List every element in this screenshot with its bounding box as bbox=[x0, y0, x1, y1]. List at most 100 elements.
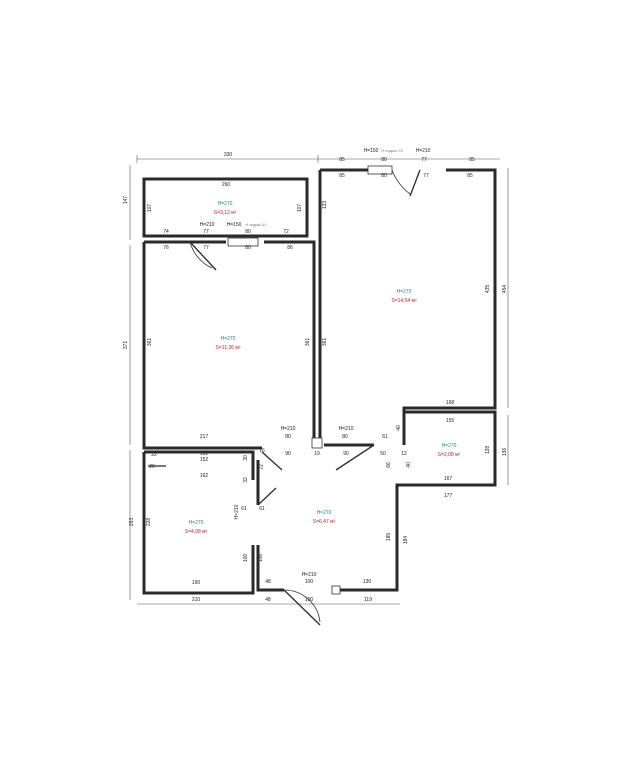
dim-label: H=210 bbox=[416, 148, 431, 154]
dim-label: 61 bbox=[259, 506, 265, 512]
entry-door-arc bbox=[283, 589, 321, 623]
room-area: S=11,36 м² bbox=[216, 345, 241, 351]
dim-label: 85 bbox=[469, 157, 475, 163]
room1-door-leaf bbox=[189, 241, 217, 271]
dim-label: 80 bbox=[245, 229, 251, 235]
dim-label: 90 bbox=[343, 451, 349, 457]
dim-label: 155 bbox=[446, 418, 455, 424]
walls bbox=[142, 168, 497, 595]
dim-label: 61 bbox=[382, 434, 388, 440]
room2-door-arc bbox=[391, 169, 411, 195]
dim-label: 107 bbox=[297, 204, 303, 213]
dim-label: 100 bbox=[243, 554, 249, 563]
dim-label: 85 bbox=[339, 173, 345, 179]
room-height: H=270 bbox=[442, 443, 457, 449]
doors bbox=[189, 169, 421, 626]
dim-label: 16 bbox=[259, 448, 265, 454]
dim-label: 85 bbox=[339, 157, 345, 163]
dim-label: 80 bbox=[285, 434, 291, 440]
room-height: H=270 bbox=[189, 520, 204, 526]
dim-label: 80 bbox=[342, 434, 348, 440]
entry-door-leaf bbox=[283, 589, 321, 626]
dim-label: 167 bbox=[444, 476, 453, 482]
dim-label: 162 bbox=[200, 451, 209, 457]
room-height: H=270 bbox=[221, 336, 236, 342]
room2-door-leaf bbox=[409, 169, 421, 197]
dim-label: 40 bbox=[406, 462, 412, 468]
room-height: H=270 bbox=[317, 510, 332, 516]
dim-label: 80 bbox=[245, 245, 251, 251]
dim-note: H подок=11 bbox=[245, 222, 267, 227]
dim-label: H=150 bbox=[364, 148, 379, 154]
balcony-wall bbox=[142, 177, 309, 238]
dim-label: 133 bbox=[322, 201, 328, 210]
room2-outer-wall bbox=[402, 168, 497, 445]
dim-label: 263 bbox=[129, 518, 135, 527]
dim-label: 12 bbox=[401, 451, 407, 457]
dim-label: 77 bbox=[423, 173, 429, 179]
dim-top-total: 330 bbox=[224, 152, 233, 158]
dimension-lines bbox=[129, 155, 509, 605]
dim-label: 50 bbox=[380, 451, 386, 457]
dim-label: 260 bbox=[222, 182, 231, 188]
hall-bottom-left bbox=[256, 545, 284, 592]
dim-label: 152 bbox=[200, 457, 209, 463]
dim-label: H=210 bbox=[200, 222, 215, 228]
dim-label: 228 bbox=[146, 518, 152, 527]
dim-label: H=210 bbox=[234, 504, 240, 519]
dim-label: 66 bbox=[386, 462, 392, 468]
wc-door-leaf bbox=[261, 451, 283, 471]
dimension-labels: 330 85 H=150 80 H=210 77 85 H подок=75 8… bbox=[123, 148, 508, 603]
dim-label: 32 bbox=[243, 477, 249, 483]
room-area: S=3,12 м² bbox=[214, 210, 237, 216]
room1-outer-wall bbox=[142, 242, 262, 450]
hall-door-leaf bbox=[257, 487, 277, 506]
dim-label: 119 bbox=[364, 597, 372, 603]
dim-label: 72 bbox=[259, 464, 265, 470]
dim-label: 371 bbox=[123, 341, 129, 350]
left-room-wall bbox=[142, 452, 255, 595]
dim-label: 130 bbox=[363, 579, 372, 585]
room1-door-arc bbox=[189, 241, 213, 269]
dim-label: 162 bbox=[200, 473, 209, 479]
wc-wall bbox=[144, 450, 255, 480]
balcony-window bbox=[227, 237, 259, 247]
dim-label: 100 bbox=[305, 579, 314, 585]
dim-label: 80 bbox=[381, 157, 387, 163]
dim-label: 77 bbox=[203, 245, 209, 251]
dim-label: 361 bbox=[305, 338, 311, 347]
room-height: H=270 bbox=[218, 201, 233, 207]
dim-label: 40 bbox=[396, 425, 402, 431]
dim-label: 26 bbox=[149, 464, 155, 470]
room-labels: H=270 S=3,12 м² H=270 S=11,36 м² H=270 S… bbox=[185, 201, 461, 535]
dim-label: H=210 bbox=[281, 426, 296, 432]
dim-label: 136 bbox=[502, 448, 508, 457]
dim-label: 210 bbox=[192, 597, 201, 603]
dim-label: H=210 bbox=[339, 426, 354, 432]
dim-label: 85 bbox=[467, 173, 473, 179]
dim-label: 77 bbox=[421, 157, 427, 163]
dim-label: 77 bbox=[203, 229, 209, 235]
dim-label: 86 bbox=[287, 245, 293, 251]
dim-label: 22 bbox=[151, 452, 157, 458]
dim-label: 147 bbox=[123, 196, 129, 205]
dim-label: 361 bbox=[322, 338, 328, 347]
dim-label: H=150 bbox=[227, 222, 242, 228]
dim-label: 30 bbox=[243, 455, 249, 461]
dim-label: 72 bbox=[283, 229, 289, 235]
dim-label: 61 bbox=[241, 506, 247, 512]
dim-label: 107 bbox=[147, 204, 153, 213]
room2-lower-door-leaf bbox=[335, 444, 375, 471]
windows bbox=[227, 165, 393, 449]
dim-label: 361 bbox=[147, 338, 153, 347]
hall-right-wall bbox=[340, 483, 404, 592]
dim-label: 168 bbox=[446, 400, 455, 406]
dim-label: 100 bbox=[305, 597, 314, 603]
room-height: H=270 bbox=[397, 289, 412, 295]
dim-label: 185 bbox=[386, 533, 392, 542]
dim-label: 177 bbox=[444, 493, 453, 499]
dim-label: 48 bbox=[265, 597, 271, 603]
room2-window bbox=[367, 165, 393, 175]
dim-label: 80 bbox=[381, 173, 387, 179]
